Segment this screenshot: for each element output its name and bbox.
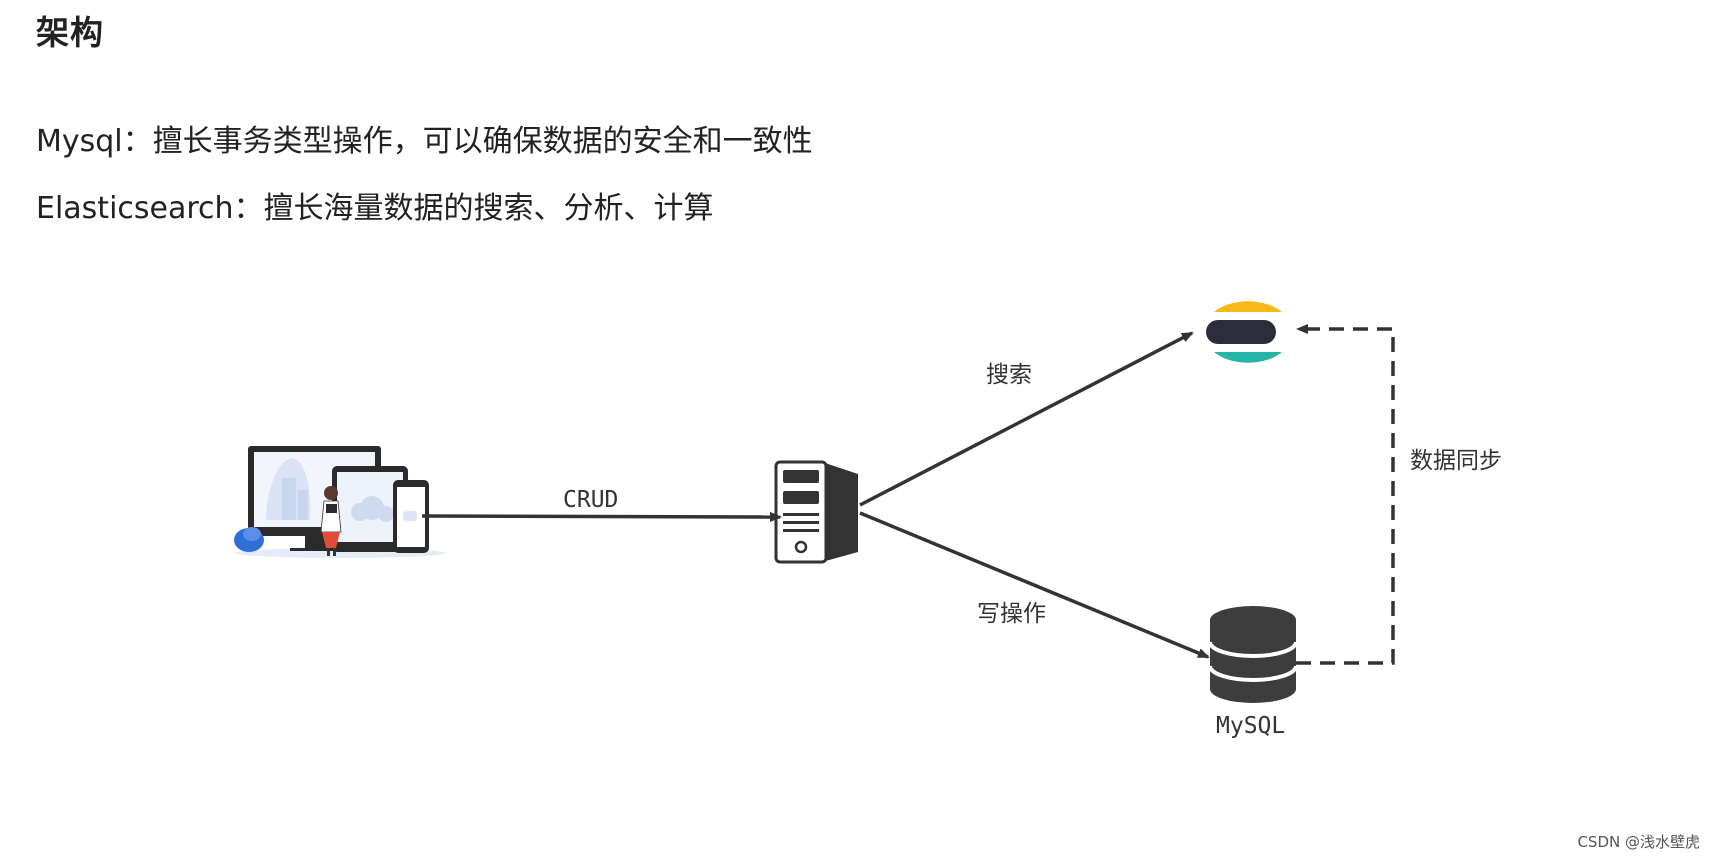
- write-label: 写操作: [977, 601, 1046, 627]
- search-label: 搜索: [986, 362, 1032, 388]
- watermark: CSDN @浅水壁虎: [1577, 833, 1700, 851]
- devices-user-illustration-icon: [234, 446, 445, 558]
- sync-arrow: [1296, 324, 1395, 665]
- crud-label: CRUD: [563, 487, 618, 513]
- write-arrow: [859, 511, 1210, 659]
- server-icon: [774, 460, 858, 564]
- sync-label: 数据同步: [1410, 448, 1502, 474]
- database-icon: [1208, 606, 1298, 703]
- mysql-label: MySQL: [1216, 713, 1285, 739]
- elasticsearch-logo-icon: [1206, 301, 1282, 363]
- search-arrow: [859, 331, 1194, 507]
- elasticsearch-description: Elasticsearch：擅长海量数据的搜索、分析、计算: [36, 191, 714, 226]
- page-title: 架构: [36, 13, 104, 52]
- crud-arrow: [421, 511, 782, 522]
- mysql-description: Mysql：擅长事务类型操作，可以确保数据的安全和一致性: [36, 124, 813, 159]
